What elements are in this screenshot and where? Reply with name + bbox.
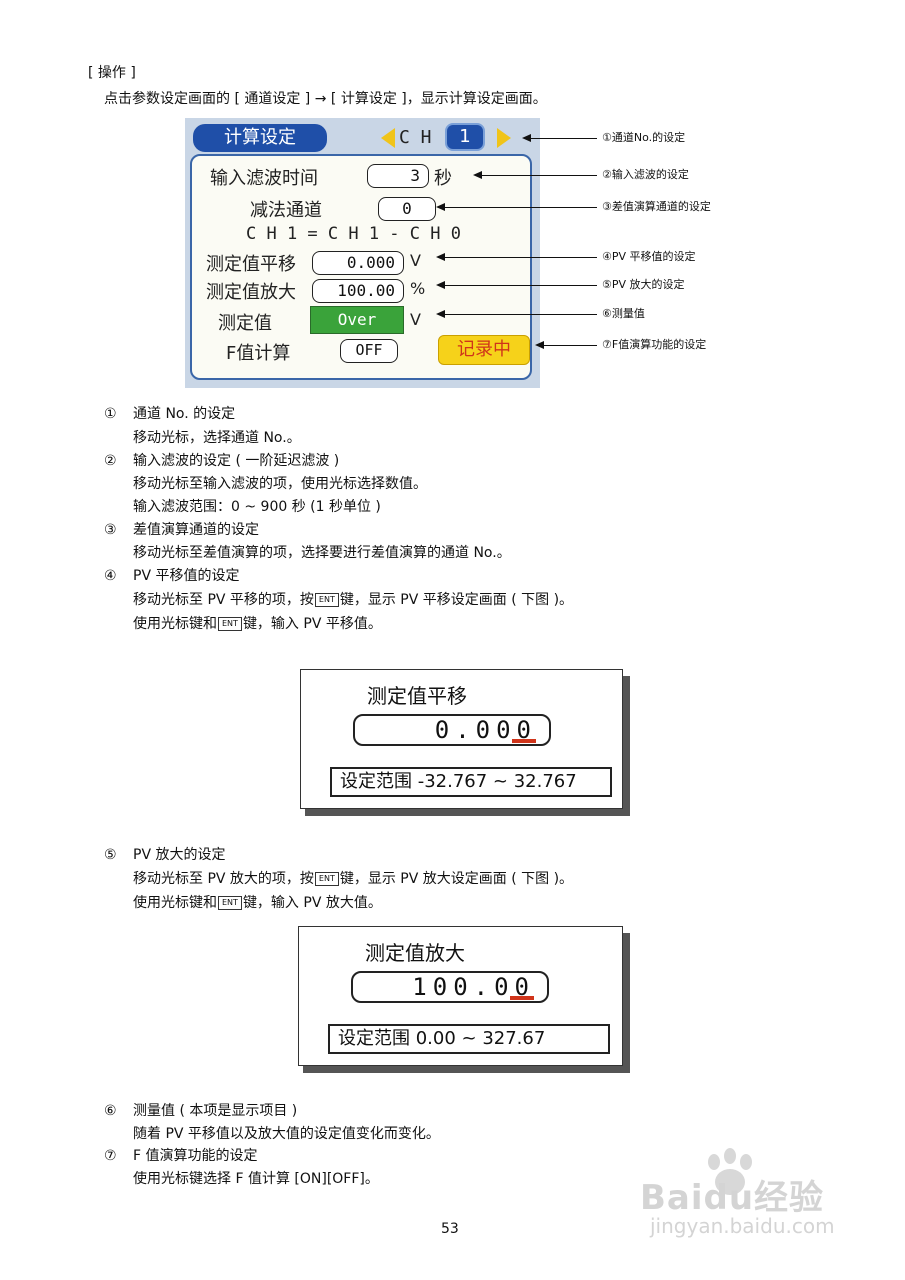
item-5-num: ⑤ [104, 847, 117, 863]
settings-panel: 输入滤波时间 3 秒 减法通道 0 C H 1 = C H 1 - C H 0 … [190, 154, 532, 380]
section-heading: [ 操作 ] [88, 65, 136, 81]
scale-field[interactable]: 100.00 [312, 279, 404, 303]
item-5-text-1b: 键，显示 PV 放大设定画面 ( 下图 )。 [339, 871, 574, 887]
callout-3: ③差值演算通道的设定 [602, 200, 711, 213]
callout-5: ⑤PV 放大的设定 [602, 278, 685, 291]
ch-next-arrow[interactable] [497, 128, 511, 148]
measure-value: Over [310, 306, 404, 334]
cursor-indicator [512, 739, 536, 743]
page-number: 53 [441, 1221, 459, 1237]
callout-line-5 [441, 285, 597, 286]
filter-unit: 秒 [434, 168, 452, 189]
item-4-text-1a: 移动光标至 PV 平移的项，按 [133, 592, 314, 608]
callout-arrowhead-2 [473, 171, 482, 179]
measure-unit: V [410, 310, 421, 329]
item-5-title: PV 放大的设定 [133, 847, 226, 863]
item-5-text-1: 移动光标至 PV 放大的项，按 ENT 键，显示 PV 放大设定画面 ( 下图 … [133, 870, 573, 888]
shift-field[interactable]: 0.000 [312, 251, 404, 275]
ent-key-icon: ENT [314, 593, 339, 607]
ent-key-icon: ENT [314, 872, 339, 886]
scale-screen-title: 测定值放大 [365, 941, 465, 965]
item-7-text: 使用光标键选择 F 值计算 [ON][OFF]。 [133, 1171, 379, 1187]
screen-title-tab: 计算设定 [193, 124, 327, 152]
subtract-field[interactable]: 0 [378, 197, 436, 221]
filter-field[interactable]: 3 [367, 164, 429, 188]
item-4-text-1: 移动光标至 PV 平移的项，按 ENT 键，显示 PV 平移设定画面 ( 下图 … [133, 591, 573, 609]
item-6-title: 测量值 ( 本项是显示项目 ) [133, 1103, 298, 1119]
item-1-title: 通道 No. 的设定 [133, 406, 236, 422]
shift-setting-screen: 测定值平移 0.000 设定范围 -32.767 ~ 32.767 [300, 669, 623, 809]
item-2-text-2: 输入滤波范围：0 ~ 900 秒 (1 秒单位 ) [133, 499, 381, 515]
callout-line-2 [478, 175, 597, 176]
item-2-text-1: 移动光标至输入滤波的项，使用光标选择数值。 [133, 476, 427, 492]
shift-unit: V [410, 251, 421, 270]
item-4-text-2b: 键，输入 PV 平移值。 [242, 616, 382, 632]
ch-label: C H [399, 127, 432, 148]
callout-arrowhead-3 [436, 203, 445, 211]
item-5-text-1a: 移动光标至 PV 放大的项，按 [133, 871, 314, 887]
callout-2: ②输入滤波的设定 [602, 168, 689, 181]
fcalc-label: F值计算 [226, 343, 291, 364]
scale-unit: % [410, 279, 426, 298]
item-2-num: ② [104, 453, 117, 469]
item-5-text-2: 使用光标键和 ENT 键，输入 PV 放大值。 [133, 894, 382, 912]
subtract-label: 减法通道 [250, 200, 322, 221]
ent-key-icon: ENT [218, 896, 242, 910]
callout-1: ①通道No.的设定 [602, 131, 686, 144]
callout-line-1 [527, 138, 597, 139]
scale-range: 设定范围 0.00 ~ 327.67 [328, 1024, 610, 1054]
item-1-text: 移动光标，选择通道 No.。 [133, 430, 301, 446]
item-4-title: PV 平移值的设定 [133, 568, 240, 584]
shift-label: 测定值平移 [206, 254, 296, 275]
item-3-text: 移动光标至差值演算的项，选择要进行差值演算的通道 No.。 [133, 545, 511, 561]
shift-screen-title: 测定值平移 [367, 684, 467, 708]
item-4-num: ④ [104, 568, 117, 584]
callout-arrowhead-4 [436, 253, 445, 261]
scale-label: 测定值放大 [206, 282, 296, 303]
item-6-num: ⑥ [104, 1103, 117, 1119]
callout-6: ⑥测量值 [602, 307, 645, 320]
callout-line-6 [441, 314, 597, 315]
item-2-title: 输入滤波的设定 ( 一阶延迟滤波 ) [133, 453, 340, 469]
calc-settings-screen: 计算设定 C H 1 输入滤波时间 3 秒 减法通道 0 C H 1 = C H… [185, 118, 540, 388]
item-5-text-2b: 键，输入 PV 放大值。 [242, 895, 382, 911]
watermark-brand: Baidu经验 [640, 1178, 825, 1218]
callout-7: ⑦F值演算功能的设定 [602, 338, 707, 351]
item-3-title: 差值演算通道的设定 [133, 522, 259, 538]
watermark-url: jingyan.baidu.com [650, 1214, 835, 1238]
callout-4: ④PV 平移值的设定 [602, 250, 696, 263]
ch-prev-arrow[interactable] [381, 128, 395, 148]
callout-arrowhead-1 [522, 134, 531, 142]
item-4-text-1b: 键，显示 PV 平移设定画面 ( 下图 )。 [339, 592, 574, 608]
cursor-indicator [510, 996, 534, 1000]
item-7-num: ⑦ [104, 1148, 117, 1164]
callout-arrowhead-6 [436, 310, 445, 318]
item-5-text-2a: 使用光标键和 [133, 895, 217, 911]
item-7-title: F 值演算功能的设定 [133, 1148, 258, 1164]
callout-arrowhead-7 [535, 341, 544, 349]
fcalc-field[interactable]: OFF [340, 339, 398, 363]
recording-indicator: 记录中 [438, 335, 530, 365]
callout-line-3 [441, 207, 597, 208]
item-3-num: ③ [104, 522, 117, 538]
ent-key-icon: ENT [218, 617, 242, 631]
callout-line-4 [441, 257, 597, 258]
shift-range: 设定范围 -32.767 ~ 32.767 [330, 767, 612, 797]
item-4-text-2a: 使用光标键和 [133, 616, 217, 632]
callout-line-7 [540, 345, 597, 346]
measure-label: 测定值 [218, 313, 272, 334]
intro-text: 点击参数设定画面的 [ 通道设定 ] → [ 计算设定 ]，显示计算设定画面。 [104, 91, 547, 107]
callout-arrowhead-5 [436, 281, 445, 289]
item-6-text: 随着 PV 平移值以及放大值的设定值变化而变化。 [133, 1126, 440, 1142]
filter-label: 输入滤波时间 [210, 168, 318, 189]
ch-value-field[interactable]: 1 [445, 123, 485, 151]
paw-icon [700, 1148, 760, 1200]
formula-text: C H 1 = C H 1 - C H 0 [246, 224, 461, 244]
scale-input[interactable]: 100.00 [351, 971, 549, 1003]
scale-setting-screen: 测定值放大 100.00 设定范围 0.00 ~ 327.67 [298, 926, 623, 1066]
item-4-text-2: 使用光标键和 ENT 键，输入 PV 平移值。 [133, 615, 382, 633]
item-1-num: ① [104, 406, 117, 422]
